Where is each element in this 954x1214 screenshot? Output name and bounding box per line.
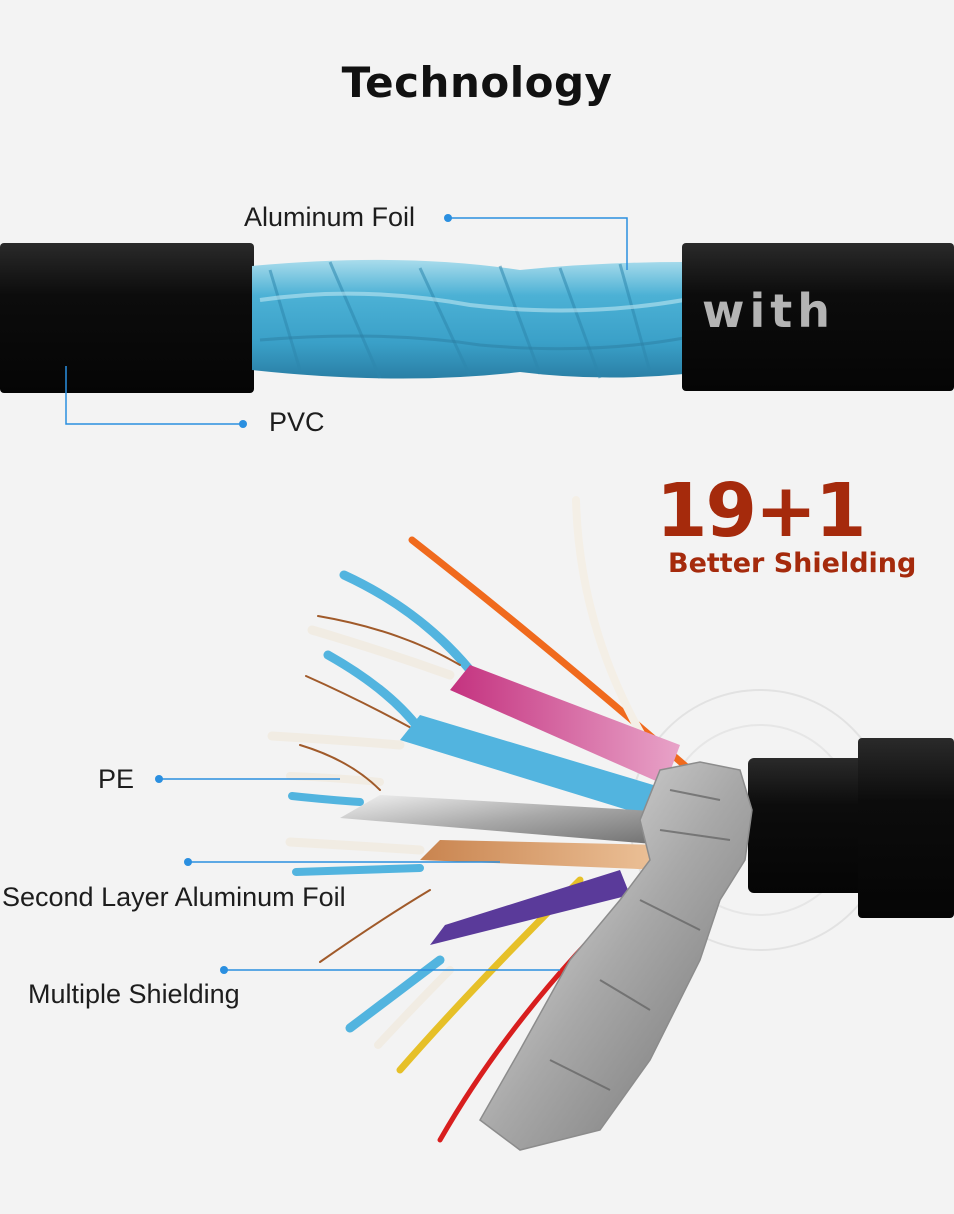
crumpled-shield	[479, 761, 753, 1151]
cable-print-text: with	[702, 284, 836, 338]
bottom-cable	[267, 496, 954, 1151]
pvc-jacket-right	[682, 243, 954, 391]
pink-foil-pair	[450, 665, 680, 785]
badge-subtitle: Better Shielding	[668, 548, 917, 579]
label-multiple-shielding: Multiple Shielding	[28, 979, 240, 1009]
label-second-layer-foil: Second Layer Aluminum Foil	[2, 882, 346, 912]
pvc-jacket-left	[0, 243, 254, 393]
blue-foil-pair	[400, 715, 670, 820]
bottom-jacket-rear	[858, 738, 954, 918]
silver-foil-pair	[340, 795, 670, 845]
label-pe: PE	[98, 764, 135, 794]
badge-count: 19+1	[656, 468, 866, 554]
page-title: Technology	[341, 58, 613, 107]
callout-aluminum-foil	[444, 214, 628, 270]
callout-pe	[155, 775, 340, 783]
copper-foil-pair	[420, 840, 665, 870]
top-cable	[0, 243, 954, 393]
label-pvc: PVC	[269, 407, 325, 437]
bottom-jacket-outer	[748, 758, 868, 893]
callout-second-layer	[184, 858, 500, 866]
label-aluminum-foil: Aluminum Foil	[244, 202, 416, 232]
callout-pvc	[65, 366, 247, 428]
callout-multiple-shielding	[220, 966, 560, 974]
purple-foil-pair	[430, 870, 630, 945]
aluminum-foil-section	[252, 259, 685, 379]
